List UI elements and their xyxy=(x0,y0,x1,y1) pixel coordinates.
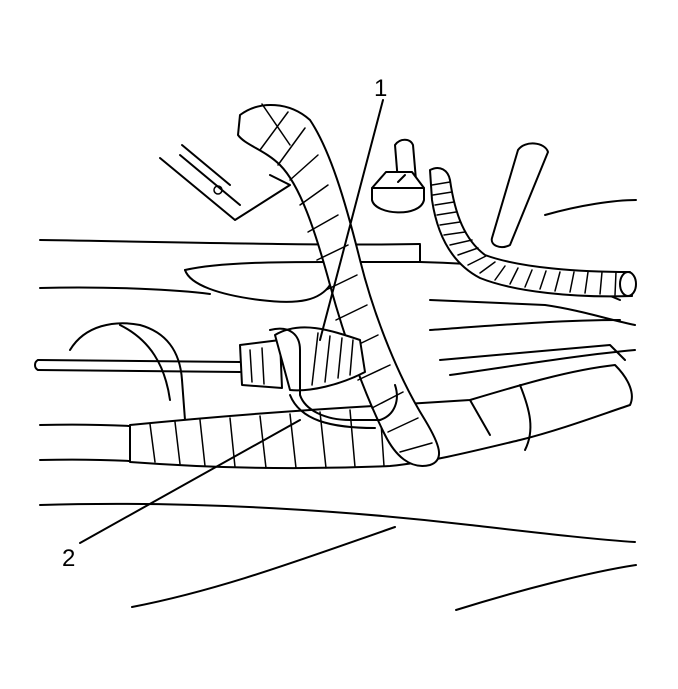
leader-line-1 xyxy=(319,99,384,341)
leader-line-2 xyxy=(79,419,301,544)
wrapped-strap xyxy=(237,103,440,467)
callout-1: 1 xyxy=(374,75,387,102)
hub xyxy=(69,322,186,421)
support-rod xyxy=(490,142,549,248)
background-lines xyxy=(39,199,637,611)
retaining-clip xyxy=(269,327,398,429)
sensor-connector xyxy=(34,326,366,392)
corrugated-conduit xyxy=(429,167,637,298)
upper-bracket xyxy=(159,144,291,221)
bolt-and-pipe xyxy=(371,138,425,214)
callout-2: 2 xyxy=(62,545,75,572)
leader-lines xyxy=(79,99,384,544)
